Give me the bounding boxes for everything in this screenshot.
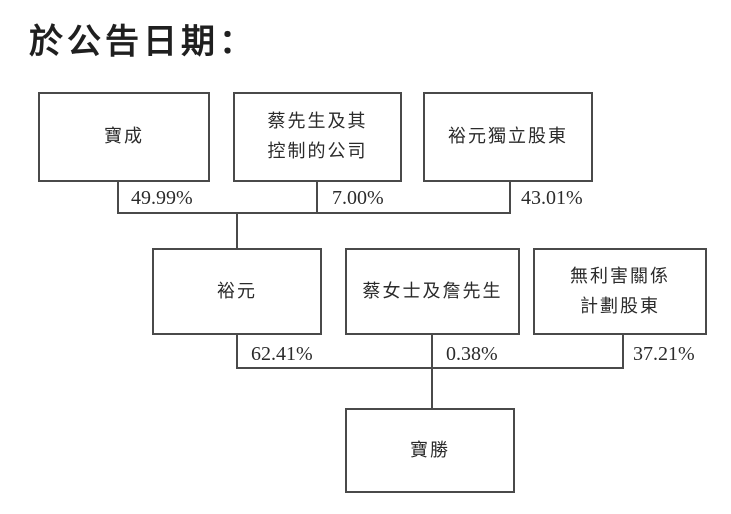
- node-label: 蔡女士及詹先生: [362, 280, 503, 301]
- node-label: 無利害關係 計劃股東: [570, 265, 670, 316]
- node-pou-chen: 寶成: [38, 92, 210, 182]
- node-tsai-companies: 蔡先生及其 控制的公司: [233, 92, 402, 182]
- page-title: 於公告日期：: [29, 23, 257, 61]
- ownership-percentage-yue-yuen-independent: 43.01%: [521, 187, 583, 209]
- node-label: 寶勝: [410, 439, 450, 460]
- connector-line: [236, 367, 624, 369]
- ownership-percentage-yue-yuen: 62.41%: [251, 343, 313, 365]
- ownership-percentage-tsai-companies: 7.00%: [332, 187, 384, 209]
- connector-line: [236, 212, 238, 250]
- node-yue-yuen: 裕元: [152, 248, 322, 335]
- connector-line: [117, 182, 119, 214]
- node-pou-sheng: 寶勝: [345, 408, 515, 493]
- node-yue-yuen-independent-shareholders: 裕元獨立股東: [423, 92, 593, 182]
- ownership-percentage-tsai-chan: 0.38%: [446, 343, 498, 365]
- node-disinterested-scheme-shareholders: 無利害關係 計劃股東: [533, 248, 707, 335]
- connector-line: [117, 212, 511, 214]
- connector-line: [236, 335, 238, 369]
- ownership-percentage-disinterested: 37.21%: [633, 343, 695, 365]
- node-ms-tsai-and-mr-chan: 蔡女士及詹先生: [345, 248, 520, 335]
- connector-line: [316, 182, 318, 214]
- connector-line: [431, 335, 433, 409]
- ownership-percentage-pou-chen: 49.99%: [131, 187, 193, 209]
- node-label: 裕元獨立股東: [448, 126, 568, 147]
- node-label: 蔡先生及其 控制的公司: [267, 111, 368, 161]
- connector-line: [509, 182, 511, 214]
- node-label: 寶成: [104, 126, 144, 147]
- connector-line: [622, 335, 624, 369]
- node-label: 裕元: [217, 280, 257, 301]
